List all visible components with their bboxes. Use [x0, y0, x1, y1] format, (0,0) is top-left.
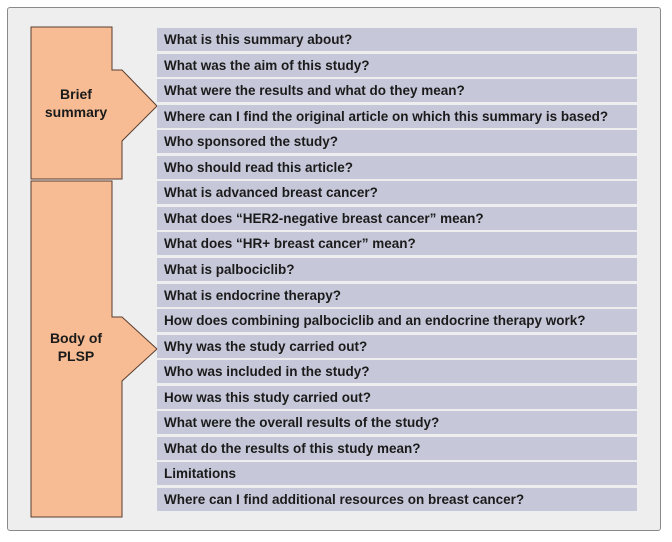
plsp-body-item: Where can I find additional resources on… [157, 488, 637, 511]
brief-summary-item: Where can I find the original article on… [157, 105, 637, 128]
brief-summary-item: What is this summary about? [157, 28, 637, 51]
brief-summary-item: What was the aim of this study? [157, 54, 637, 77]
brief-summary-item: What were the results and what do they m… [157, 79, 637, 102]
plsp-body-item: How was this study carried out? [157, 386, 637, 409]
plsp-body-item: Limitations [157, 462, 637, 485]
body-of-plsp-label-line-1: Body of [49, 330, 103, 346]
body-of-plsp-label: Body of PLSP [31, 329, 121, 365]
plsp-body-item: What is palbociclib? [157, 258, 637, 281]
plsp-body-item: What do the results of this study mean? [157, 437, 637, 460]
brief-summary-label: Brief summary [31, 85, 121, 121]
brief-summary-item: Who should read this article? [157, 156, 637, 179]
plsp-body-item: Why was the study carried out? [157, 335, 637, 358]
plsp-body-item: How does combining palbociclib and an en… [157, 309, 637, 332]
brief-summary-label-line-2: summary [44, 104, 108, 120]
body-of-plsp-label-line-2: PLSP [57, 348, 95, 364]
plsp-body-item: What is endocrine therapy? [157, 284, 637, 307]
plsp-body-item: What does “HR+ breast cancer” mean? [157, 232, 637, 255]
plsp-body-item: What were the overall results of the stu… [157, 411, 637, 434]
brief-summary-label-line-1: Brief [60, 86, 92, 102]
plsp-body-item: What is advanced breast cancer? [157, 181, 637, 204]
plsp-body-item: Who was included in the study? [157, 360, 637, 383]
plsp-body-item: What does “HER2-negative breast cancer” … [157, 207, 637, 230]
brief-summary-item: Who sponsored the study? [157, 130, 637, 153]
